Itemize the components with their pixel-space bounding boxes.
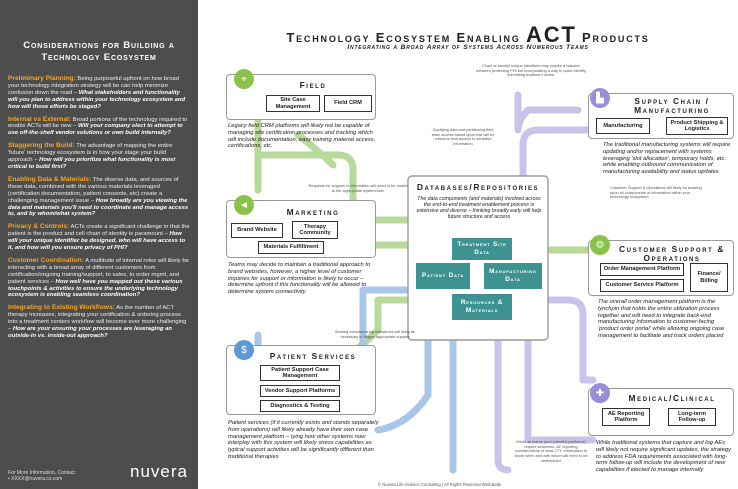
consideration-body: ACTs create a significant challenge in t…: [8, 224, 190, 238]
patient-data-box[interactable]: Patient Data: [416, 263, 470, 289]
brand-website-button[interactable]: Brand Website: [231, 223, 283, 238]
manufacturing-button[interactable]: Manufacturing: [596, 118, 650, 134]
customer-support-description: The overall order management platform is…: [598, 299, 725, 339]
contact-email[interactable]: • XXXX@nuvera.co.com: [8, 476, 63, 482]
gears-icon: ⚙: [590, 235, 610, 255]
pipe-field: [254, 111, 417, 224]
consideration-item: Internal vs External: Broad portions of …: [8, 115, 190, 138]
page-title: Technology Ecosystem Enabling ACT Produc…: [286, 22, 650, 47]
medical-clinical-title: Medical/Clinical: [628, 393, 716, 403]
databases-title: Databases/Repositories: [416, 182, 540, 192]
consideration-heading: Preliminary Planning:: [8, 75, 76, 82]
long-term-follow-up-button[interactable]: Long-term Follow-up: [668, 408, 716, 426]
consideration-heading: Integrating to Existing Workflows:: [8, 304, 115, 312]
customer-support-title: Customer Support & Operations: [618, 244, 726, 263]
contact-info: For More Information, Contact: • XXXX@nu…: [8, 470, 76, 482]
megaphone-icon: ◄: [234, 195, 254, 215]
consideration-body: Being purposeful upfront on how broad yo…: [8, 76, 179, 96]
product-shipping-logistics-button[interactable]: Product Shipping & Logistics: [666, 117, 728, 135]
pipe-supply: [514, 91, 582, 134]
consideration-body: The advantage of mapping the entire 'fut…: [8, 143, 173, 164]
consideration-heading: Privacy & Controls:: [8, 223, 70, 231]
consideration-item: Customer Coordination: A multitude of in…: [8, 256, 190, 299]
consideration-question: What stakeholders and functionality will…: [8, 89, 186, 110]
note-support-routing: Requests for support or information will…: [308, 183, 408, 193]
consideration-question: Will your company elect to attempt to us…: [8, 123, 183, 137]
consideration-heading: Staggering the Build:: [8, 142, 75, 150]
contact-label: For More Information, Contact:: [8, 470, 77, 476]
copyright-footer: © Nuvera Life Science Consulting | All R…: [378, 482, 502, 487]
factory-icon: ▙: [590, 88, 610, 108]
note-customer-support: Customer Support & Operations will likel…: [610, 185, 702, 200]
consideration-body: As the number of ACT therapy increases, …: [8, 305, 187, 333]
treatment-site-data-box[interactable]: Treatment Site Data: [452, 238, 512, 260]
field-crm-button[interactable]: Field CRM: [324, 95, 372, 112]
customer-service-platform-button[interactable]: Customer Service Platform: [600, 279, 684, 292]
note-field-access: Clarifying data and partitioning field t…: [431, 127, 495, 147]
patient-services-description: Patient services (if it currently exists…: [228, 420, 379, 460]
consideration-heading: Customer Coordination:: [8, 256, 84, 264]
ecosystem-diagram: Technology Ecosystem Enabling ACT Produc…: [198, 0, 738, 489]
consideration-item: Staggering the Build: The advantage of m…: [8, 142, 190, 171]
consideration-question: How broadly are you viewing the data and…: [8, 197, 189, 218]
contact-email-text[interactable]: XXXX@nuvera.co.com: [11, 476, 63, 482]
consideration-body: The diverse data, and sources of those d…: [8, 176, 179, 204]
patient-services-title: Patient Services: [269, 351, 357, 361]
pipe-customer: [539, 246, 597, 274]
consideration-heading: Internal vs External:: [8, 115, 72, 123]
marketing-description: Teams may decide to maintain a tradition…: [228, 262, 371, 296]
materials-fulfillment-button[interactable]: Materials Fulfillment: [258, 241, 324, 254]
consideration-question: How will you prioritize what functionali…: [8, 157, 176, 170]
consideration-item: Privacy & Controls: ACTs create a signif…: [8, 223, 190, 252]
medical-icon: ✚: [590, 383, 610, 403]
consideration-item: Preliminary Planning: Being purposeful u…: [8, 75, 190, 111]
map-pin-icon: ⌖: [234, 69, 254, 89]
sidebar-title: Considerations for Building a Technology…: [23, 40, 175, 63]
consideration-body: Broad portions of the technology require…: [8, 116, 188, 130]
ae-reporting-platform-button[interactable]: AE Reporting Platform: [602, 408, 650, 426]
vendor-support-platforms-button[interactable]: Vendor Support Platforms: [260, 385, 340, 397]
consideration-heading: Enabling Data & Materials:: [8, 175, 92, 183]
consideration-question: How will your unique identifier be desig…: [8, 231, 186, 252]
field-description: Legacy field CRM platforms will likely n…: [228, 123, 376, 150]
pipe-medical: [539, 296, 597, 384]
supply-chain-description: The traditional manufacturing systems wi…: [603, 142, 731, 176]
note-ae-reporting: While all teams (and potential platforms…: [514, 439, 588, 463]
dollar-hand-icon: $: [234, 340, 254, 360]
consideration-question: How are your ensuring your processes are…: [8, 326, 173, 339]
manufacturing-data-box[interactable]: Manufacturing Data: [484, 263, 542, 289]
note-chain-of-identity: Chain of identity unique identifiers may…: [476, 63, 586, 78]
supply-chain-title: Supply Chain / Manufacturing: [634, 96, 710, 115]
note-manufacturing-milestones: Sharing manufacturing milestones will li…: [334, 329, 416, 339]
field-title: Field: [299, 80, 327, 90]
consideration-body: A multitude of internal roles will likel…: [8, 257, 189, 285]
sidebar: Considerations for Building a Technology…: [0, 0, 198, 489]
patient-support-case-management-button[interactable]: Patient Support Case Management: [260, 365, 340, 381]
order-management-platform-button[interactable]: Order Management Platform: [600, 263, 684, 276]
nuvera-logo: nuvera: [130, 462, 188, 481]
site-case-management-button[interactable]: Site Case Management: [266, 95, 320, 112]
resources-materials-box[interactable]: Resources & Materials: [452, 294, 512, 320]
consideration-item: Enabling Data & Materials: The diverse d…: [8, 175, 190, 218]
therapy-community-button[interactable]: Therapy Community: [292, 221, 338, 239]
consideration-item: Integrating to Existing Workflows: As th…: [8, 304, 190, 340]
finance-billing-button[interactable]: Finance/ Billing: [690, 263, 728, 292]
consideration-question: How well have you mapped out these vario…: [8, 278, 183, 299]
page-subtitle: Integrating a Broad Array of Systems Acr…: [347, 44, 589, 51]
diagnostics-testing-button[interactable]: Diagnostics & Testing: [260, 400, 340, 412]
marketing-title: Marketing: [286, 207, 340, 217]
considerations-list: Preliminary Planning: Being purposeful u…: [8, 75, 190, 340]
databases-description: The data components (and materials) invo…: [416, 196, 542, 220]
medical-clinical-description: While traditional systems that capture a…: [596, 440, 732, 474]
